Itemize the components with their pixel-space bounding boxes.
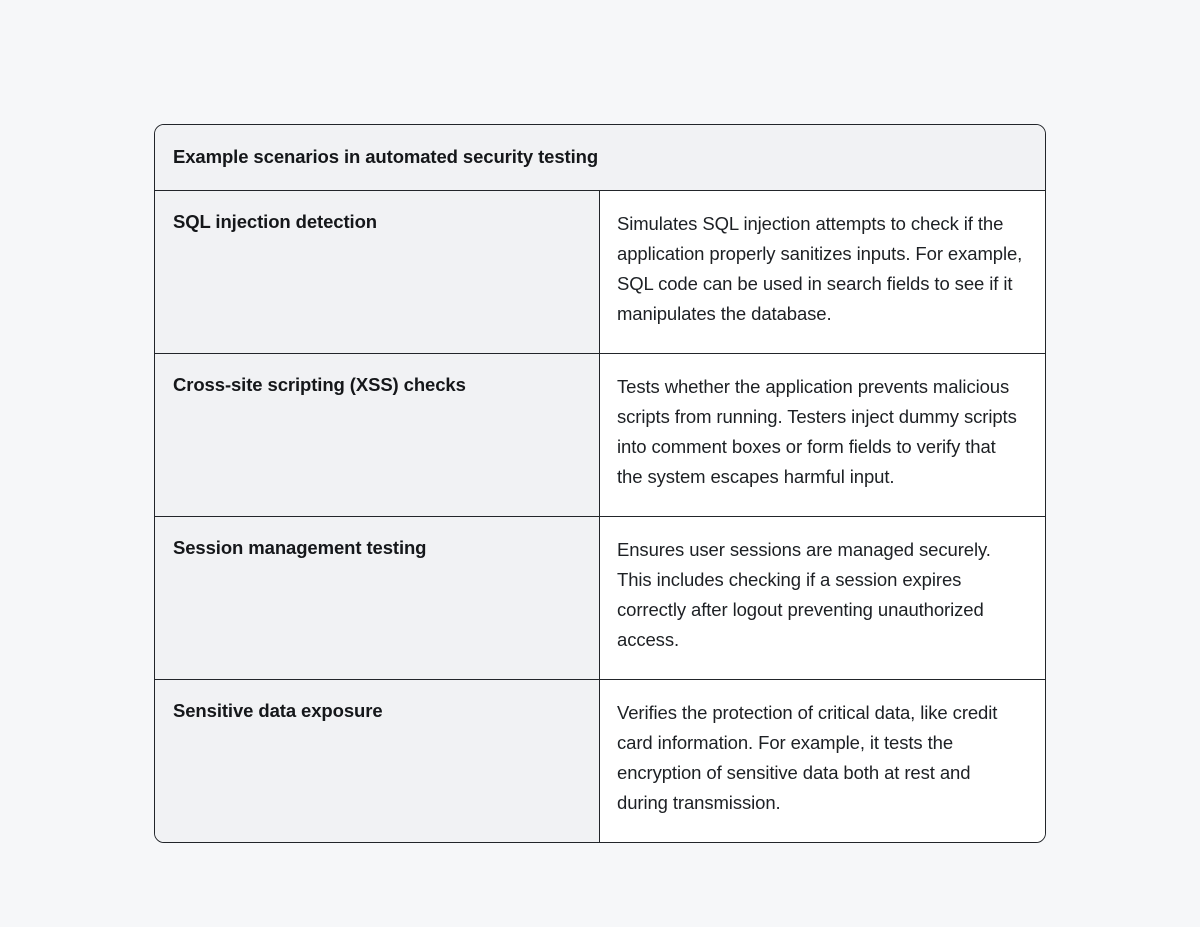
- table-row: Sensitive data exposure Verifies the pro…: [155, 679, 1045, 842]
- scenario-term: Cross-site scripting (XSS) checks: [155, 353, 600, 517]
- table-title: Example scenarios in automated security …: [155, 125, 1045, 192]
- table-body: SQL injection detection Simulates SQL in…: [155, 191, 1045, 842]
- table-row: SQL injection detection Simulates SQL in…: [155, 191, 1045, 354]
- scenario-description: Ensures user sessions are managed secure…: [600, 516, 1045, 680]
- scenario-table: Example scenarios in automated security …: [154, 124, 1046, 843]
- scenario-term: SQL injection detection: [155, 191, 600, 354]
- table-row: Session management testing Ensures user …: [155, 516, 1045, 680]
- scenario-term: Sensitive data exposure: [155, 679, 600, 842]
- table-header-row: Example scenarios in automated security …: [155, 125, 1045, 192]
- scenario-description: Verifies the protection of critical data…: [600, 679, 1045, 842]
- scenario-term: Session management testing: [155, 516, 600, 680]
- table-head: Example scenarios in automated security …: [155, 125, 1045, 192]
- table-row: Cross-site scripting (XSS) checks Tests …: [155, 353, 1045, 517]
- scenario-table-container: Example scenarios in automated security …: [154, 124, 1046, 843]
- scenario-description: Simulates SQL injection attempts to chec…: [600, 191, 1045, 354]
- scenario-description: Tests whether the application prevents m…: [600, 353, 1045, 517]
